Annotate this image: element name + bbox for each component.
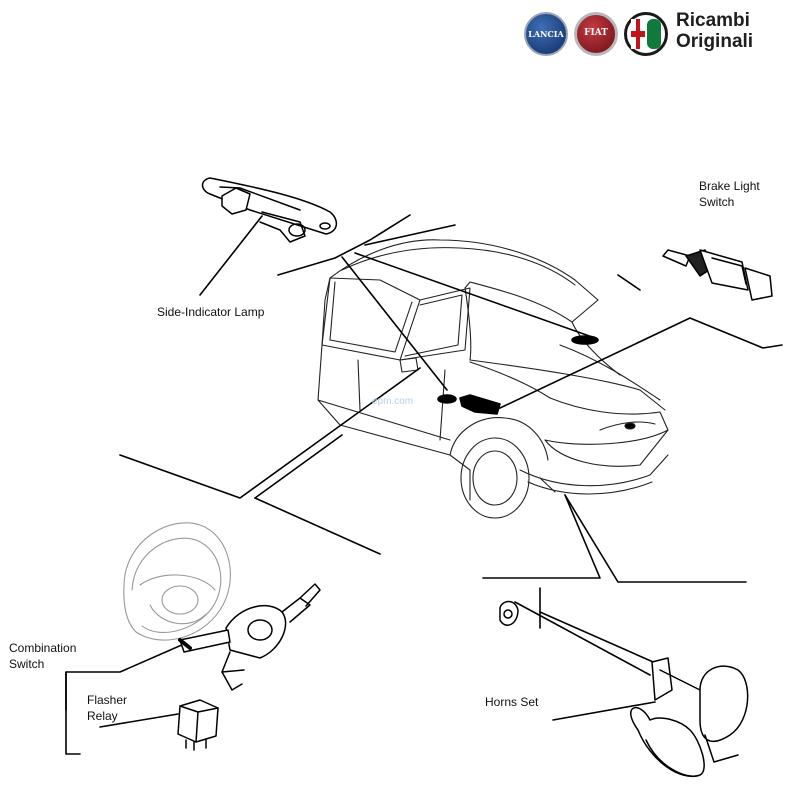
alfa-romeo-logo-icon bbox=[624, 12, 668, 56]
horns-set-label: Horns Set bbox=[485, 695, 539, 709]
brand-title: Ricambi Originali bbox=[676, 10, 796, 52]
brand-title-line1: Ricambi bbox=[676, 10, 750, 31]
lancia-logo-text: LANCIA bbox=[528, 29, 564, 39]
watermark-text: epm.com bbox=[372, 396, 413, 407]
lancia-logo-icon: LANCIA bbox=[524, 12, 568, 56]
horns-set-drawing bbox=[499, 600, 749, 777]
fiat-logo-icon: FIAT bbox=[574, 12, 618, 56]
steering-wheel-drawing bbox=[123, 522, 231, 641]
brand-title-line2: Originali bbox=[676, 31, 754, 52]
flasher-relay-drawing bbox=[177, 699, 219, 751]
side-indicator-lamp-drawing bbox=[201, 177, 338, 243]
brake-light-switch-label: Brake Light Switch bbox=[699, 178, 760, 210]
brake-light-switch-label-line2: Switch bbox=[699, 195, 735, 209]
flasher-relay-label-line1: Flasher bbox=[87, 693, 128, 707]
combination-switch-label-line1: Combination bbox=[9, 641, 77, 655]
side-indicator-lamp-label: Side-Indicator Lamp bbox=[157, 305, 265, 319]
car-part-highlights bbox=[437, 335, 599, 415]
brand-header: LANCIA FIAT Ricambi Originali bbox=[524, 10, 794, 58]
leader-lines bbox=[65, 214, 783, 755]
combination-switch-label-line2: Switch bbox=[9, 657, 45, 671]
fiat-logo-text: FIAT bbox=[584, 28, 608, 38]
brake-light-switch-label-line1: Brake Light bbox=[699, 179, 760, 193]
brake-light-switch-drawing bbox=[662, 249, 773, 301]
combination-switch-label: Combination Switch bbox=[9, 640, 76, 672]
flasher-relay-label: Flasher Relay bbox=[87, 692, 127, 724]
vehicle-illustration bbox=[317, 239, 669, 519]
flasher-relay-label-line2: Relay bbox=[87, 709, 118, 723]
combination-switch-drawing bbox=[178, 583, 321, 691]
